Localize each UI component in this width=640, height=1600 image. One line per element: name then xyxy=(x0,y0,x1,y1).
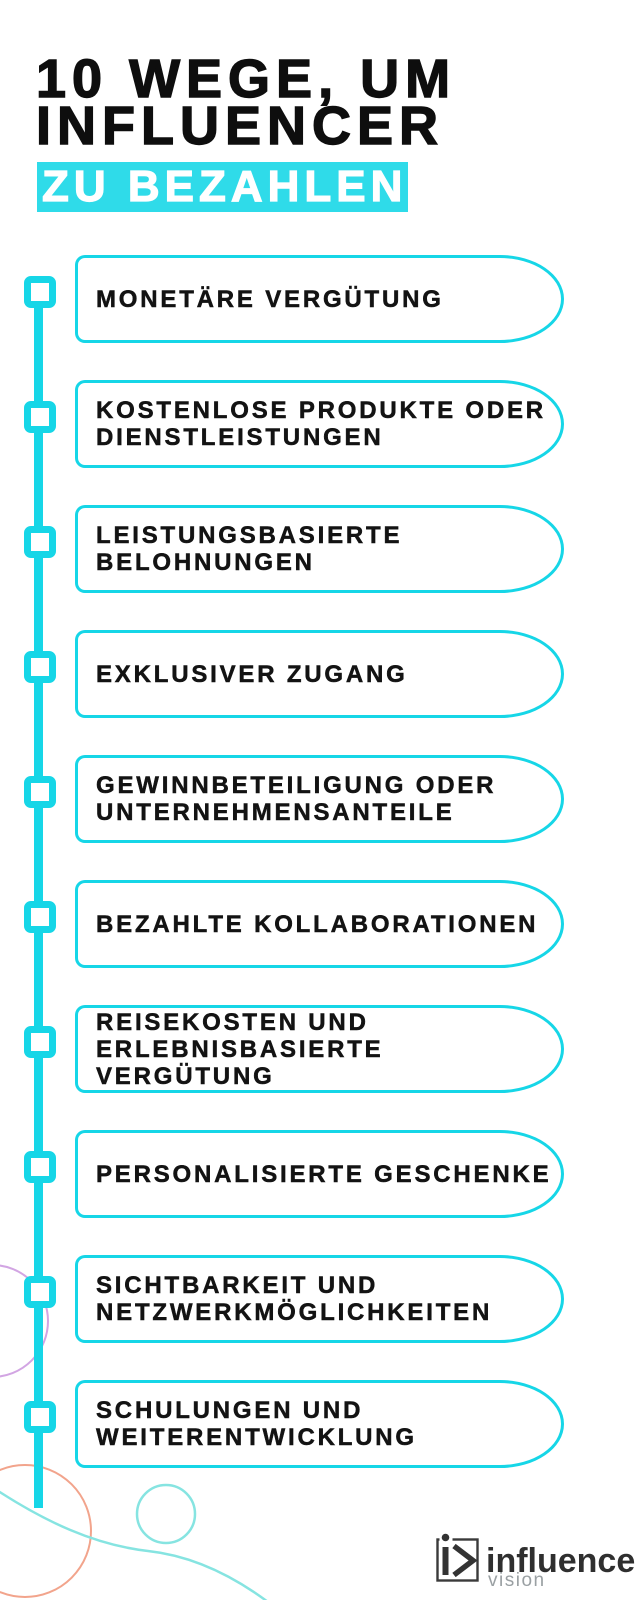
square-node-icon xyxy=(24,276,56,308)
square-node-icon xyxy=(24,401,56,433)
list-item-label: GEWINNBETEILIGUNG ODER UNTERNEHMENSANTEI… xyxy=(96,772,497,827)
list-item-box: PERSONALISIERTE GESCHENKE xyxy=(75,1130,564,1218)
list-item-box: REISEKOSTEN UND ERLEBNISBASIERTE VERGÜTU… xyxy=(75,1005,564,1093)
square-node-icon xyxy=(24,526,56,558)
influence-vision-play-icon xyxy=(436,1533,479,1582)
list-item-box: SICHTBARKEIT UND NETZWERKMÖGLICHKEITEN xyxy=(75,1255,564,1343)
list-item-label: SCHULUNGEN UND WEITERENTWICKLUNG xyxy=(96,1397,417,1452)
list-item-box: GEWINNBETEILIGUNG ODER UNTERNEHMENSANTEI… xyxy=(75,755,564,843)
list-item-box: BEZAHLTE KOLLABORATIONEN xyxy=(75,880,564,968)
timeline-line xyxy=(34,280,43,1508)
list-item-label: KOSTENLOSE PRODUKTE ODER DIENSTLEISTUNGE… xyxy=(96,397,546,452)
list-item: SICHTBARKEIT UND NETZWERKMÖGLICHKEITEN xyxy=(0,1255,640,1343)
square-node-icon xyxy=(24,1276,56,1308)
brand-subtitle: vision xyxy=(488,1570,546,1591)
brand-logo-text: influence vision xyxy=(486,1542,636,1591)
list-item-box: SCHULUNGEN UND WEITERENTWICKLUNG xyxy=(75,1380,564,1468)
list-item-label: EXKLUSIVER ZUGANG xyxy=(96,660,408,688)
list-item: SCHULUNGEN UND WEITERENTWICKLUNG xyxy=(0,1380,640,1468)
list-item: EXKLUSIVER ZUGANG xyxy=(0,630,640,718)
timeline-items: MONETÄRE VERGÜTUNG KOSTENLOSE PRODUKTE O… xyxy=(0,255,640,1505)
list-item-label: BEZAHLTE KOLLABORATIONEN xyxy=(96,910,539,938)
list-item-label: LEISTUNGSBASIERTE BELOHNUNGEN xyxy=(96,522,403,577)
square-node-icon xyxy=(24,651,56,683)
list-item-box: EXKLUSIVER ZUGANG xyxy=(75,630,564,718)
square-node-icon xyxy=(24,1151,56,1183)
title-highlight: ZU BEZAHLEN xyxy=(37,161,408,212)
square-node-icon xyxy=(24,901,56,933)
list-item: REISEKOSTEN UND ERLEBNISBASIERTE VERGÜTU… xyxy=(0,1005,640,1093)
list-item-label: REISEKOSTEN UND ERLEBNISBASIERTE VERGÜTU… xyxy=(96,1008,384,1090)
list-item-box: MONETÄRE VERGÜTUNG xyxy=(75,255,564,343)
list-item: LEISTUNGSBASIERTE BELOHNUNGEN xyxy=(0,505,640,593)
list-item-label: MONETÄRE VERGÜTUNG xyxy=(96,285,444,313)
list-item-label: PERSONALISIERTE GESCHENKE xyxy=(96,1160,552,1188)
brand-name: influence xyxy=(486,1542,636,1580)
square-node-icon xyxy=(24,1401,56,1433)
cyan-swirl-icon xyxy=(0,1490,268,1600)
square-node-icon xyxy=(24,1026,56,1058)
list-item-label: SICHTBARKEIT UND NETZWERKMÖGLICHKEITEN xyxy=(96,1272,493,1327)
square-node-icon xyxy=(24,776,56,808)
purple-circle-icon xyxy=(0,1264,49,1378)
brand-logo: influence vision xyxy=(434,1530,636,1591)
list-item: MONETÄRE VERGÜTUNG xyxy=(0,255,640,343)
list-item: BEZAHLTE KOLLABORATIONEN xyxy=(0,880,640,968)
orange-circle-icon xyxy=(0,1464,92,1598)
list-item: KOSTENLOSE PRODUKTE ODER DIENSTLEISTUNGE… xyxy=(0,380,640,468)
cyan-swirl-loop-icon xyxy=(135,1483,197,1545)
list-item: PERSONALISIERTE GESCHENKE xyxy=(0,1130,640,1218)
list-item: GEWINNBETEILIGUNG ODER UNTERNEHMENSANTEI… xyxy=(0,755,640,843)
list-item-box: LEISTUNGSBASIERTE BELOHNUNGEN xyxy=(75,505,564,593)
page-title: 10 WEGE, UM INFLUENCER xyxy=(35,49,457,156)
list-item-box: KOSTENLOSE PRODUKTE ODER DIENSTLEISTUNGE… xyxy=(75,380,564,468)
